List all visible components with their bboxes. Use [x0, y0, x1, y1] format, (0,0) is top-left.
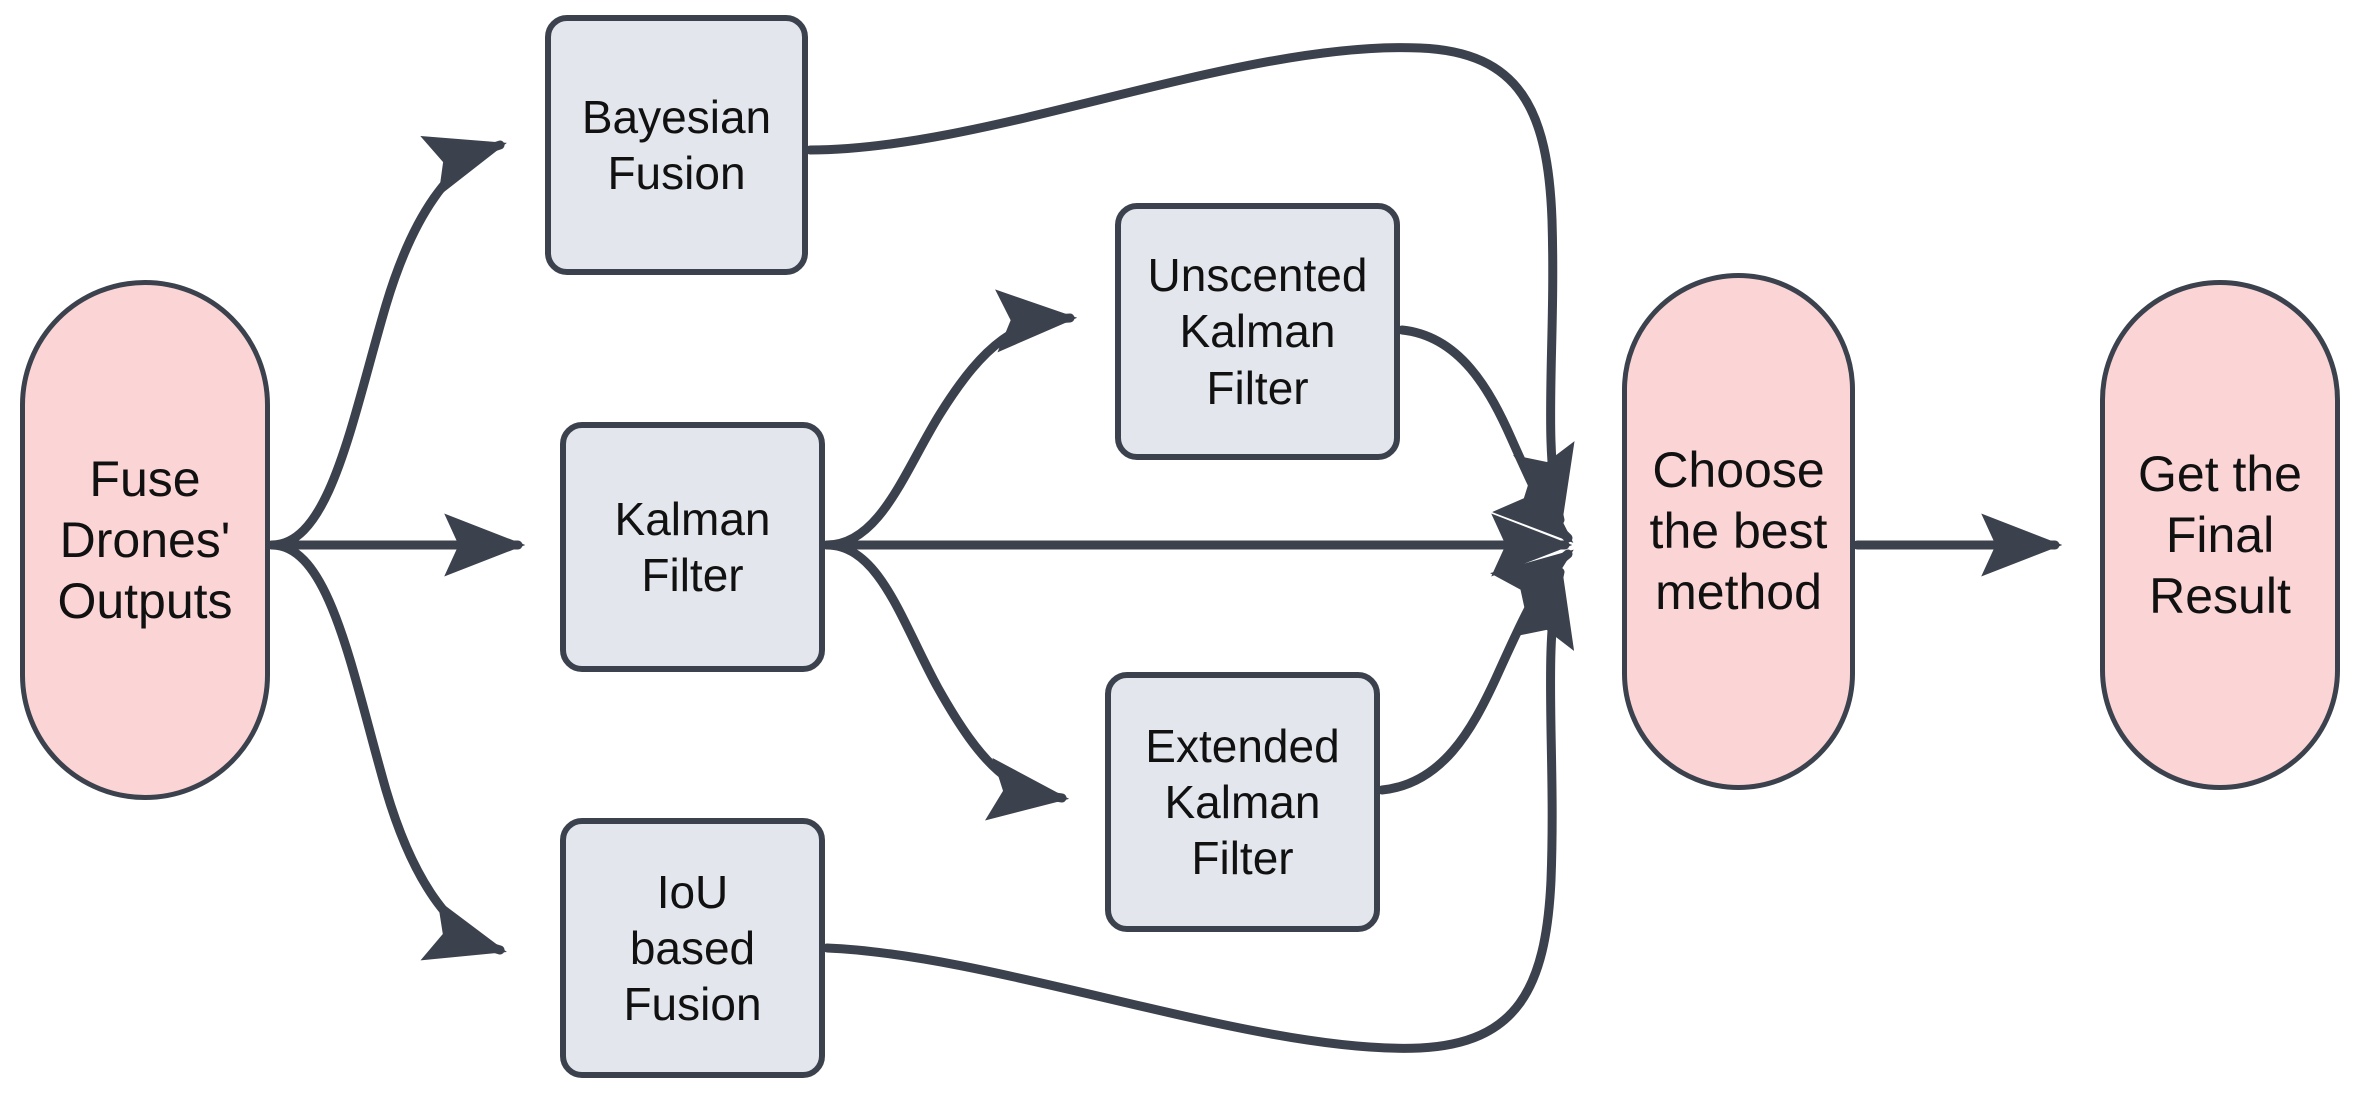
edge-extended-to-choose: [1377, 549, 1574, 795]
node-choose-the-best-method[interactable]: Choose the best method: [1622, 273, 1855, 790]
edge-fuse-to-iou: [267, 540, 507, 961]
node-get-the-final-result[interactable]: Get the Final Result: [2100, 280, 2340, 790]
edge-kalman-to-unscented: [822, 289, 1078, 550]
edge-fuse-to-bayesian: [267, 136, 507, 550]
node-unscented-kalman-filter[interactable]: Unscented Kalman Filter: [1115, 203, 1400, 460]
edge-bayesian-to-choose: [805, 43, 1575, 528]
node-label-unscented-kalman-filter: Unscented Kalman Filter: [1147, 249, 1368, 414]
node-kalman-filter[interactable]: Kalman Filter: [560, 422, 825, 672]
edge-iou-to-choose: [822, 564, 1575, 1053]
edge-kalman-to-extended: [822, 540, 1070, 821]
node-label-iou-based-fusion: IoU based Fusion: [623, 865, 762, 1031]
node-label-bayesian-fusion: Bayesian Fusion: [581, 90, 772, 199]
edge-unscented-to-choose: [1397, 325, 1574, 543]
node-label-choose-the-best-method: Choose the best method: [1649, 442, 1828, 620]
node-fuse-drones-outputs[interactable]: Fuse Drones' Outputs: [20, 280, 270, 800]
node-label-extended-kalman-filter: Extended Kalman Filter: [1145, 719, 1340, 885]
node-extended-kalman-filter[interactable]: Extended Kalman Filter: [1105, 672, 1380, 932]
node-bayesian-fusion[interactable]: Bayesian Fusion: [545, 15, 808, 275]
node-label-fuse-drones-outputs: Fuse Drones' Outputs: [57, 450, 233, 629]
node-label-get-the-final-result: Get the Final Result: [2138, 445, 2302, 624]
node-label-kalman-filter: Kalman Filter: [614, 492, 771, 601]
node-iou-based-fusion[interactable]: IoU based Fusion: [560, 818, 825, 1078]
